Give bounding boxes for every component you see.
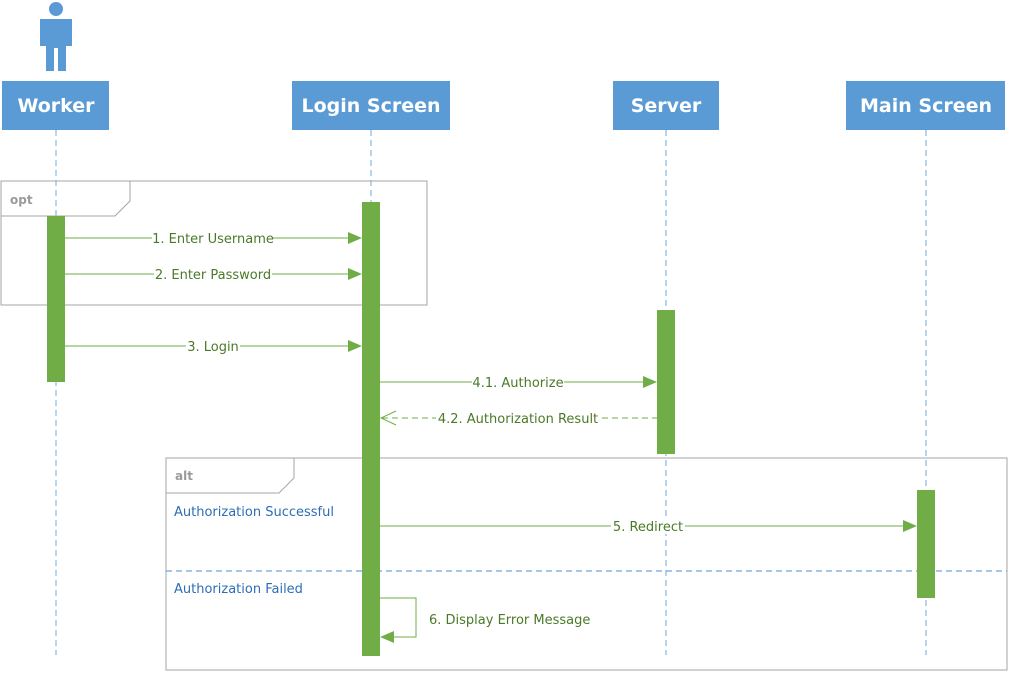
participant-box [2, 81, 109, 130]
message-1-enter-username: 1. Enter Username [65, 230, 362, 247]
message-label-bg [186, 338, 240, 354]
opt-frame-label: opt [10, 193, 33, 207]
message-label: 3. Login [187, 340, 239, 355]
message-label-bg [611, 518, 685, 534]
participant-label: Worker [17, 95, 95, 117]
activations [47, 202, 935, 656]
message-label: 4.1. Authorize [472, 376, 563, 391]
message-label-bg [154, 266, 272, 282]
participant-label: Server [631, 95, 702, 117]
message-5-redirect: 5. Redirect [380, 518, 917, 535]
message-label: 4.2. Authorization Result [438, 412, 598, 427]
participant-main-screen: Main Screen [846, 81, 1005, 130]
activation-server [657, 310, 675, 454]
arrowhead-icon [348, 232, 362, 244]
arrowhead-icon [903, 520, 917, 532]
participant-box [846, 81, 1005, 130]
message-label-bg [472, 374, 564, 390]
participant-label: Login Screen [301, 95, 440, 117]
alt-frame-tab [166, 458, 295, 494]
message-2-enter-password: 2. Enter Password [65, 266, 362, 283]
alt-guard-failed: Authorization Failed [174, 582, 303, 597]
alt-guard-success: Authorization Successful [174, 505, 334, 520]
open-arrowhead-icon [379, 410, 397, 426]
message-label-bg [152, 230, 273, 246]
message-label-bg [436, 410, 600, 426]
lifelines [55, 130, 927, 655]
message-4-2-authorization-result: 4.2. Authorization Result [379, 410, 657, 427]
activation-main [917, 490, 935, 598]
alt-frame: alt Authorization Successful Authorizati… [165, 457, 1008, 671]
participant-login-screen: Login Screen [292, 81, 450, 130]
participant-box [613, 81, 719, 130]
message-3-login: 3. Login [65, 338, 362, 355]
alt-frame-label: alt [175, 469, 193, 483]
arrowhead-icon [643, 376, 657, 388]
message-label: 6. Display Error Message [429, 613, 590, 628]
activation-login [362, 202, 380, 656]
message-line [380, 597, 417, 638]
person-icon [40, 2, 72, 71]
message-label: 5. Redirect [613, 520, 683, 535]
activation-worker [47, 216, 65, 382]
arrowhead-icon [380, 631, 394, 643]
opt-frame-border [0, 180, 428, 306]
arrowhead-icon [348, 268, 362, 280]
alt-frame-border [165, 457, 1008, 671]
message-6-display-error: 6. Display Error Message [380, 597, 590, 643]
message-label: 2. Enter Password [155, 268, 271, 283]
participant-label: Main Screen [860, 95, 992, 117]
participant-box [292, 81, 450, 130]
message-4-1-authorize: 4.1. Authorize [380, 374, 657, 391]
message-label: 1. Enter Username [152, 232, 274, 247]
participant-server: Server [613, 81, 719, 130]
arrowhead-icon [348, 340, 362, 352]
participant-worker: Worker [2, 81, 109, 130]
